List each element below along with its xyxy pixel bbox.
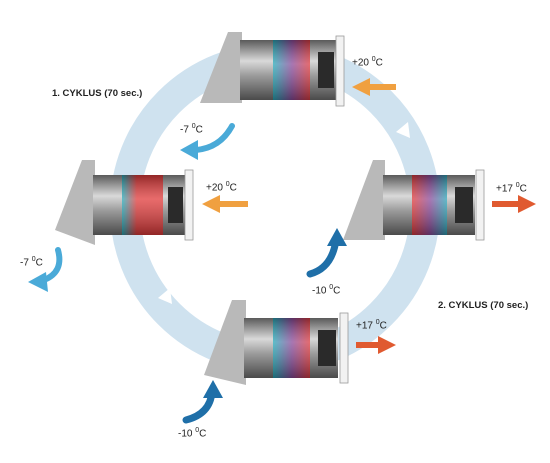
unit-top xyxy=(200,32,345,107)
arrow-right-out-icon xyxy=(492,195,536,213)
arrow-left-out-head-icon xyxy=(28,272,48,292)
fan-icon xyxy=(455,187,473,223)
grille xyxy=(335,35,345,107)
temp-top-in: +20 0C xyxy=(352,56,383,69)
grille xyxy=(475,169,485,241)
temp-left-out: -7 0C xyxy=(20,256,43,269)
cycle2-label: 2. CYKLUS (70 sec.) xyxy=(438,300,529,311)
temp-top-out: -7 0C xyxy=(180,123,203,136)
ring-marker-icon xyxy=(396,122,410,138)
unit-left xyxy=(55,160,194,245)
temp-bottom-out: +17 0C xyxy=(356,319,387,332)
arrow-top-out-icon xyxy=(193,123,235,153)
arrow-top-out-head-icon xyxy=(180,140,198,160)
arrow-top-in-icon xyxy=(352,78,396,96)
fan-icon xyxy=(318,52,334,88)
arrow-bottom-in-head-icon xyxy=(203,380,223,398)
arrow-left-out-icon xyxy=(41,247,63,283)
fan-icon xyxy=(168,187,183,223)
cycle1-label: 1. CYKLUS (70 sec.) xyxy=(52,88,143,99)
arrow-bottom-out-icon xyxy=(356,336,396,354)
temp-left-in: +20 0C xyxy=(206,181,237,194)
arrow-right-in-head-icon xyxy=(327,228,347,246)
grille xyxy=(184,169,194,241)
temp-bottom-in: -10 0C xyxy=(178,427,207,440)
unit-right xyxy=(343,160,485,241)
unit-bottom xyxy=(204,300,349,385)
grille xyxy=(339,312,349,384)
temp-right-out: +17 0C xyxy=(496,182,527,195)
ring-marker-icon xyxy=(158,288,172,304)
temp-right-in: -10 0C xyxy=(312,284,341,297)
arrow-left-in-icon xyxy=(202,195,248,213)
fan-icon xyxy=(318,330,336,366)
